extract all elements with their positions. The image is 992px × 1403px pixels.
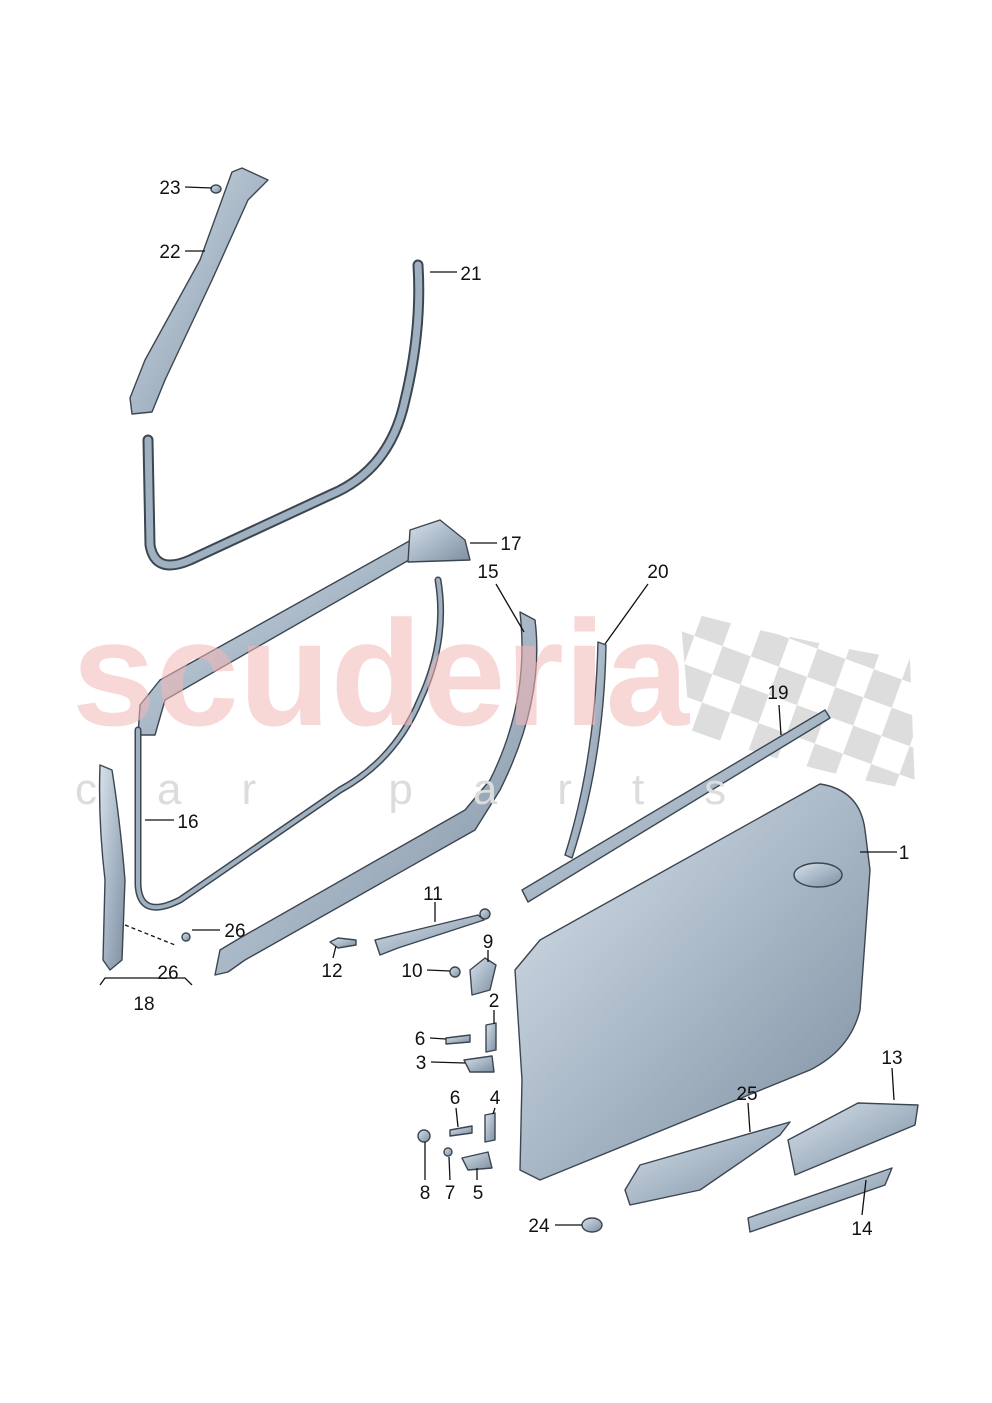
callout-15: 15 bbox=[477, 562, 498, 583]
part-23-clip bbox=[210, 184, 222, 194]
callout-12: 12 bbox=[321, 961, 342, 982]
part-9-hinge-part bbox=[469, 957, 497, 996]
callout-5: 5 bbox=[473, 1183, 484, 1204]
part-20-trim-strip bbox=[564, 641, 607, 859]
callout-26-lower: 26 bbox=[157, 963, 178, 984]
callout-10: 10 bbox=[401, 961, 422, 982]
callout-7: 7 bbox=[445, 1183, 456, 1204]
part-26-clip bbox=[181, 932, 191, 942]
part-2-hinge bbox=[485, 1022, 497, 1053]
part-25-insulation-pad bbox=[624, 1121, 791, 1206]
part-17-bracket bbox=[407, 519, 471, 563]
part-22-pillar-trim bbox=[129, 167, 269, 415]
callout-16: 16 bbox=[177, 812, 198, 833]
callout-18: 18 bbox=[133, 994, 154, 1015]
callout-4: 4 bbox=[490, 1088, 501, 1109]
callout-6-lower: 6 bbox=[450, 1088, 461, 1109]
callout-13: 13 bbox=[881, 1048, 902, 1069]
callout-23: 23 bbox=[159, 178, 180, 199]
callout-25: 25 bbox=[736, 1084, 757, 1105]
callout-14: 14 bbox=[851, 1219, 873, 1240]
callout-19: 19 bbox=[767, 683, 788, 704]
part-13-insulation-pad bbox=[787, 1102, 919, 1176]
watermark: scuderia car parts bbox=[72, 589, 786, 814]
door-handle-recess bbox=[793, 862, 843, 888]
part-6-bolt bbox=[445, 1034, 471, 1045]
callout-1: 1 bbox=[899, 843, 910, 864]
callout-22: 22 bbox=[159, 242, 180, 263]
callout-9: 9 bbox=[483, 932, 494, 953]
part-24-plug bbox=[581, 1217, 603, 1233]
callout-21: 21 bbox=[460, 264, 481, 285]
leader-lines bbox=[99, 186, 897, 1226]
part-15-sill-strip bbox=[214, 611, 538, 976]
callout-11: 11 bbox=[423, 884, 443, 905]
part-4-hinge bbox=[484, 1112, 496, 1143]
callout-20: 20 bbox=[647, 562, 668, 583]
part-12-bolt bbox=[329, 937, 357, 949]
callouts: 23 22 21 17 15 20 19 1 16 11 26 9 12 10 … bbox=[133, 178, 909, 1240]
callout-3: 3 bbox=[416, 1053, 427, 1074]
callout-6: 6 bbox=[415, 1029, 426, 1050]
watermark-tagline: car parts bbox=[75, 765, 786, 814]
part-5-hinge bbox=[461, 1151, 493, 1171]
part-18-pillar-trim bbox=[98, 764, 126, 971]
callout-2: 2 bbox=[489, 991, 500, 1012]
part-6-bolt-lower bbox=[449, 1125, 473, 1137]
part-19-window-strip bbox=[521, 709, 831, 903]
part-8-screw bbox=[417, 1129, 431, 1143]
part-10-screw bbox=[449, 966, 461, 978]
part-14-insulation-pad bbox=[747, 1167, 893, 1233]
watermark-brand: scuderia bbox=[72, 589, 691, 757]
part-7-nut bbox=[443, 1147, 453, 1157]
part-3-hinge bbox=[463, 1055, 495, 1073]
checkered-flag-logo bbox=[680, 610, 915, 790]
part-1-door-panel bbox=[514, 783, 871, 1181]
part-11-door-check bbox=[374, 914, 485, 956]
callout-17: 17 bbox=[500, 534, 521, 555]
callout-24: 24 bbox=[528, 1216, 550, 1237]
callout-26: 26 bbox=[224, 921, 245, 942]
callout-8: 8 bbox=[420, 1183, 431, 1204]
